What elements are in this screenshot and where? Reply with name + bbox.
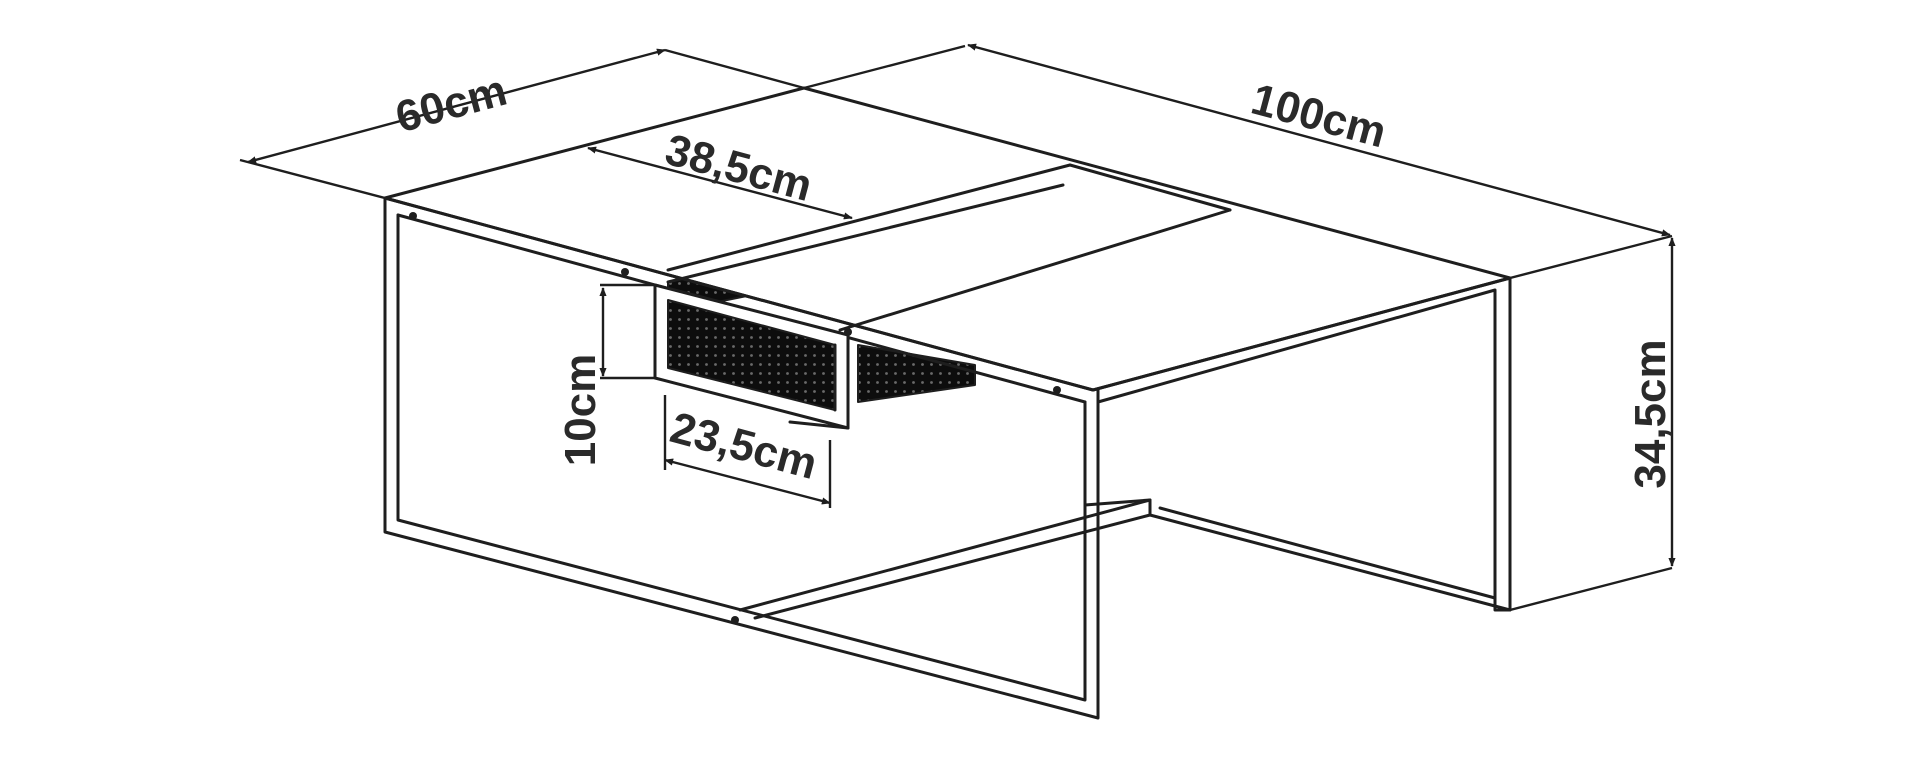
depth-label: 60cm	[391, 66, 512, 142]
dimension-lines	[239, 43, 1676, 612]
length-dimension-line	[967, 43, 1671, 237]
length-label: 100cm	[1246, 75, 1391, 158]
frame-rivets	[409, 212, 1061, 624]
frame-right	[1091, 276, 1512, 612]
coffee-table-drawing	[383, 86, 1512, 720]
drawer-width-dimension-line	[664, 458, 831, 505]
depth-dimension-line	[247, 48, 666, 164]
height-label: 34,5cm	[1626, 339, 1675, 488]
inner-width-dimension-line	[587, 146, 853, 220]
frame-bottom	[738, 498, 1152, 620]
drawer-height-label: 10cm	[556, 354, 605, 467]
drawer-front	[653, 283, 850, 430]
